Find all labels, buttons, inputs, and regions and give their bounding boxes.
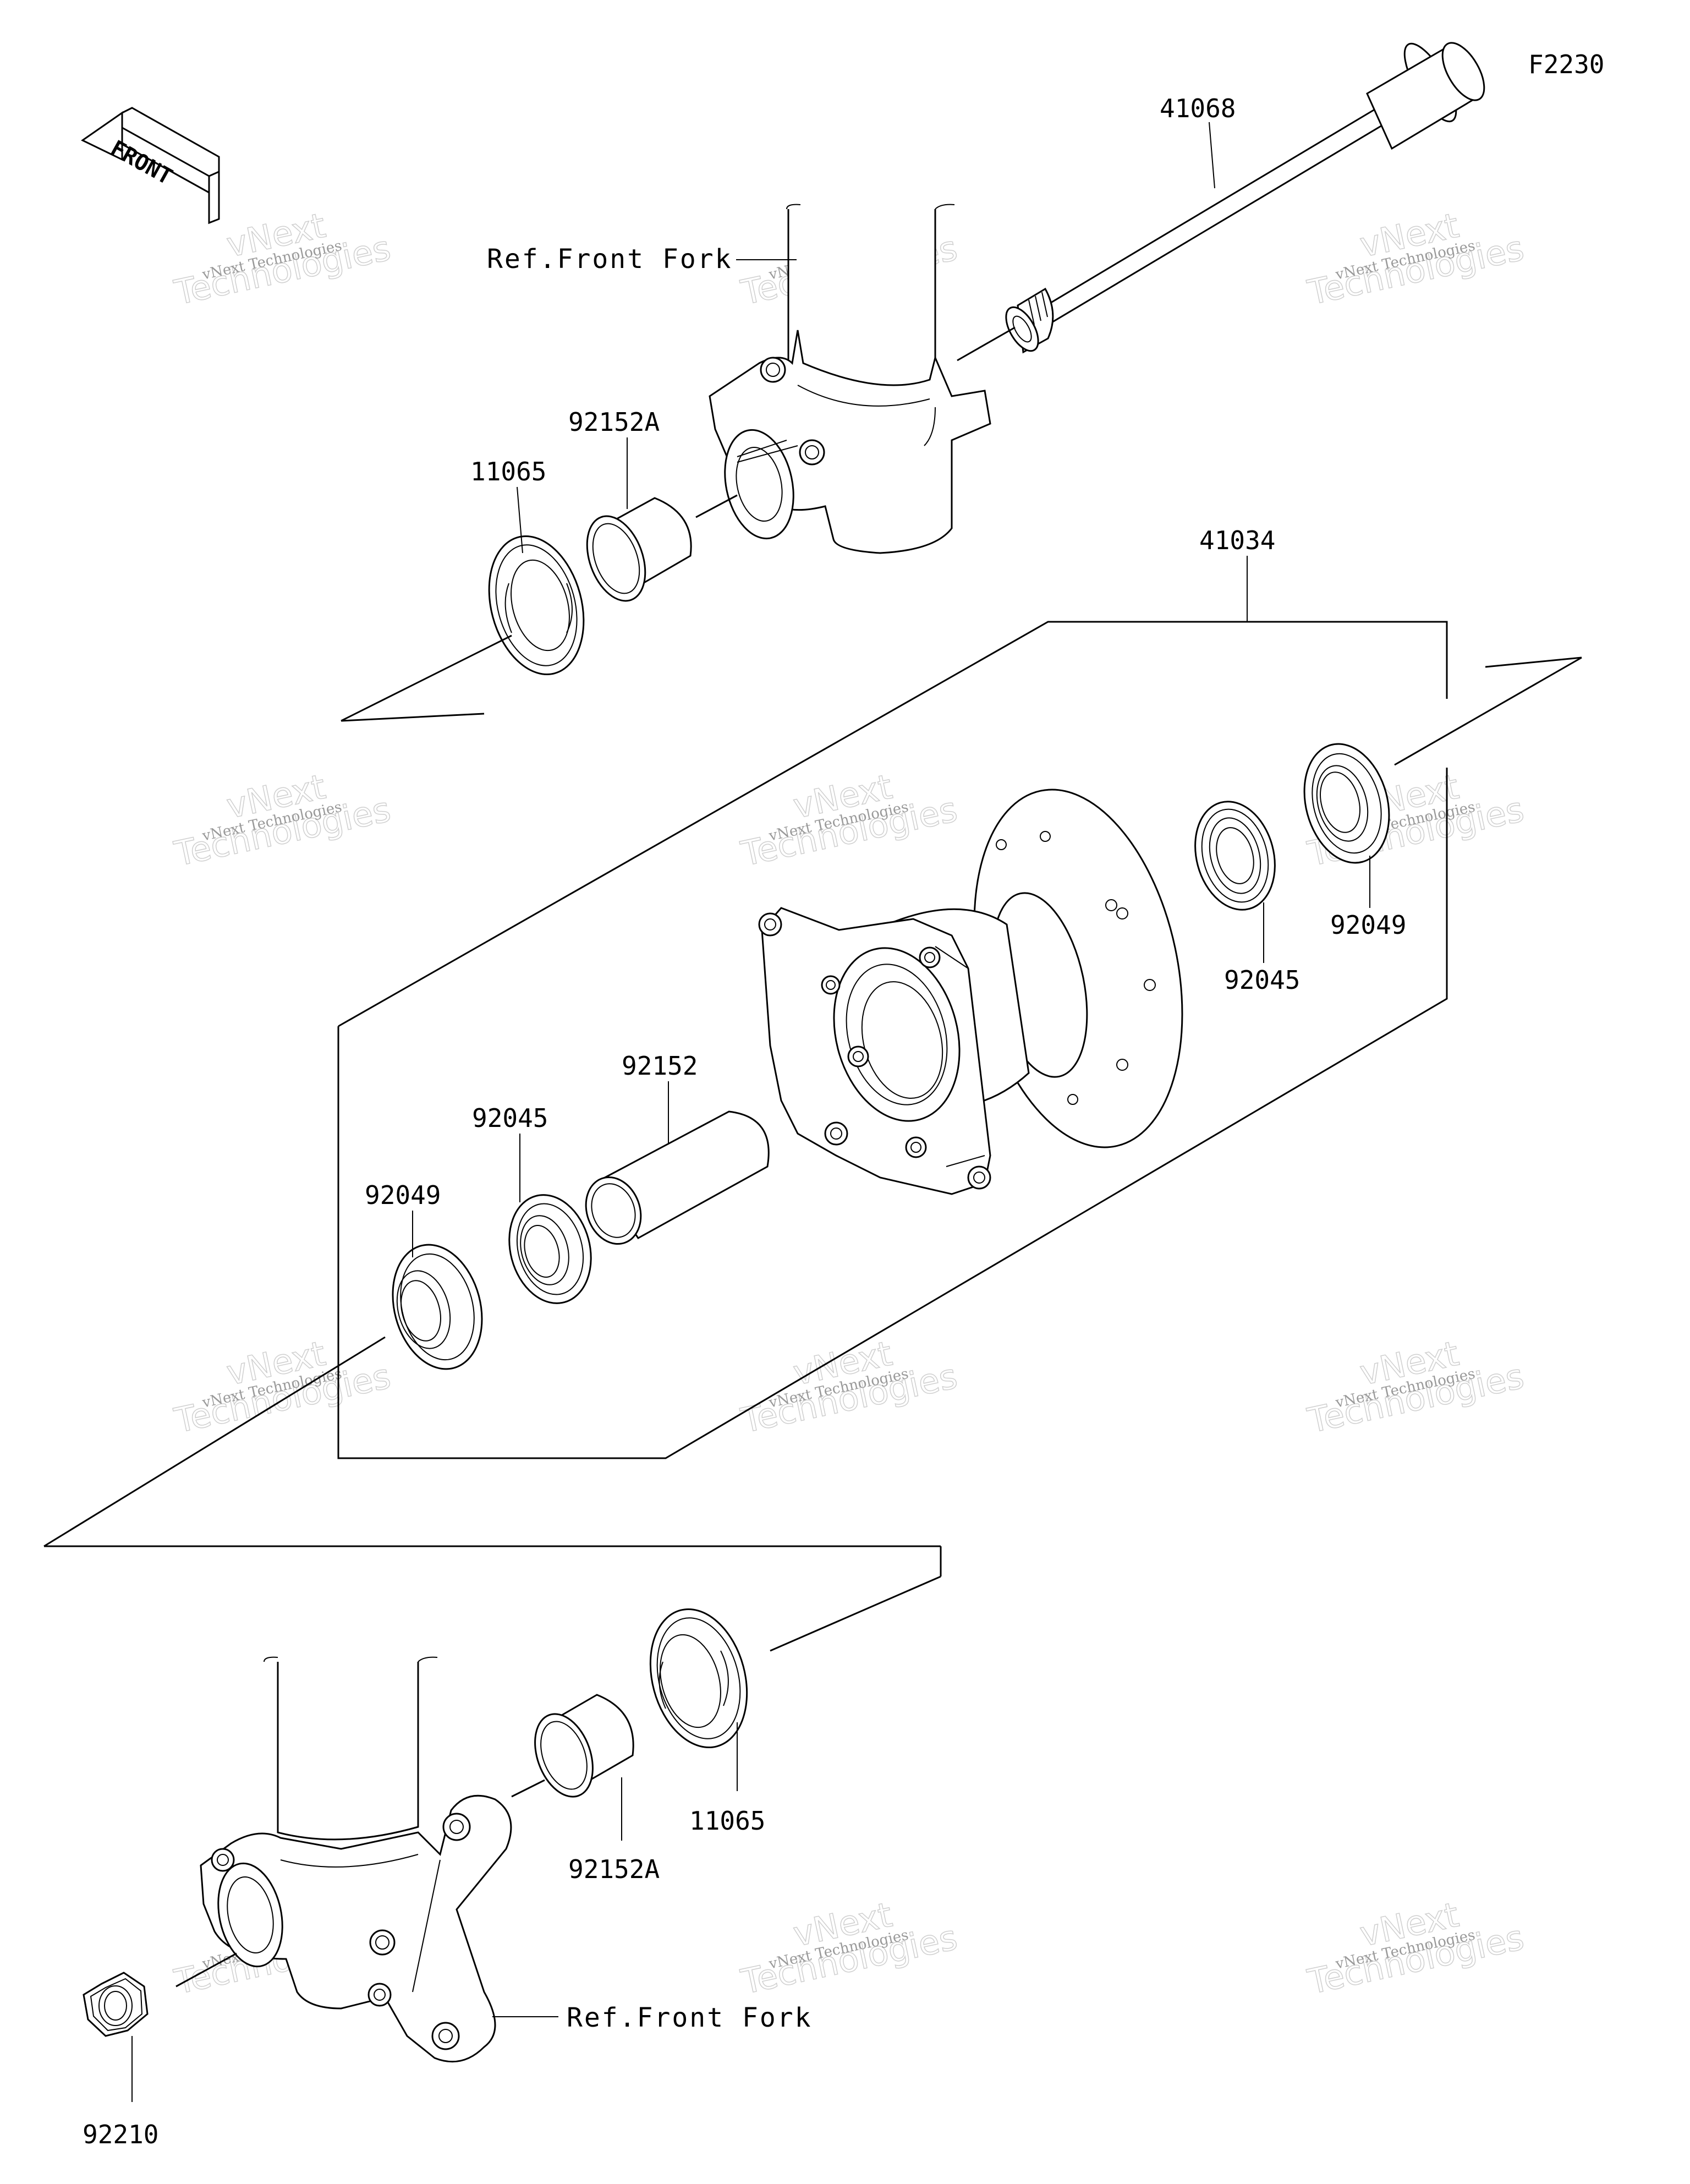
label-bearing-right: 92045 bbox=[1224, 965, 1300, 995]
bearing-left-92045 bbox=[508, 1194, 592, 1304]
label-bearing-left: 92045 bbox=[472, 1103, 548, 1133]
front-fork-lower bbox=[200, 1656, 512, 2063]
label-hub-assembly: 41034 bbox=[1199, 526, 1275, 555]
sleeve-center-92152 bbox=[585, 1110, 770, 1245]
label-oil-seal-right: 92049 bbox=[1330, 910, 1406, 940]
cover-upper-11065 bbox=[488, 535, 585, 675]
label-cover-upper: 11065 bbox=[470, 457, 546, 486]
front-direction-arrow-icon: FRONT bbox=[81, 107, 220, 225]
ref-front-fork-lower: Ref.Front Fork bbox=[567, 2002, 813, 2033]
label-sleeve-center: 92152 bbox=[622, 1051, 698, 1081]
bearing-right-92045 bbox=[1194, 801, 1276, 911]
label-axle: 41068 bbox=[1160, 94, 1236, 123]
collar-lower-92152a bbox=[534, 1694, 634, 1798]
oil-seal-left-92049 bbox=[392, 1244, 483, 1370]
label-oil-seal-left: 92049 bbox=[365, 1180, 441, 1210]
axle-nut-92210 bbox=[83, 1972, 149, 2037]
label-cover-lower: 11065 bbox=[689, 1806, 765, 1836]
axle-41068 bbox=[1005, 42, 1485, 354]
collar-upper-92152a bbox=[586, 497, 692, 602]
label-collar-upper: 92152A bbox=[568, 407, 660, 437]
figure-code: F2230 bbox=[1528, 50, 1604, 79]
ref-front-fork-upper: Ref.Front Fork bbox=[487, 244, 733, 275]
wheel-hub bbox=[758, 789, 1183, 1195]
front-fork-upper bbox=[709, 204, 991, 554]
label-collar-lower: 92152A bbox=[568, 1854, 660, 1884]
oil-seal-right-92049 bbox=[1303, 743, 1390, 864]
label-axle-nut: 92210 bbox=[83, 2120, 158, 2149]
cover-lower-11065 bbox=[649, 1608, 748, 1749]
